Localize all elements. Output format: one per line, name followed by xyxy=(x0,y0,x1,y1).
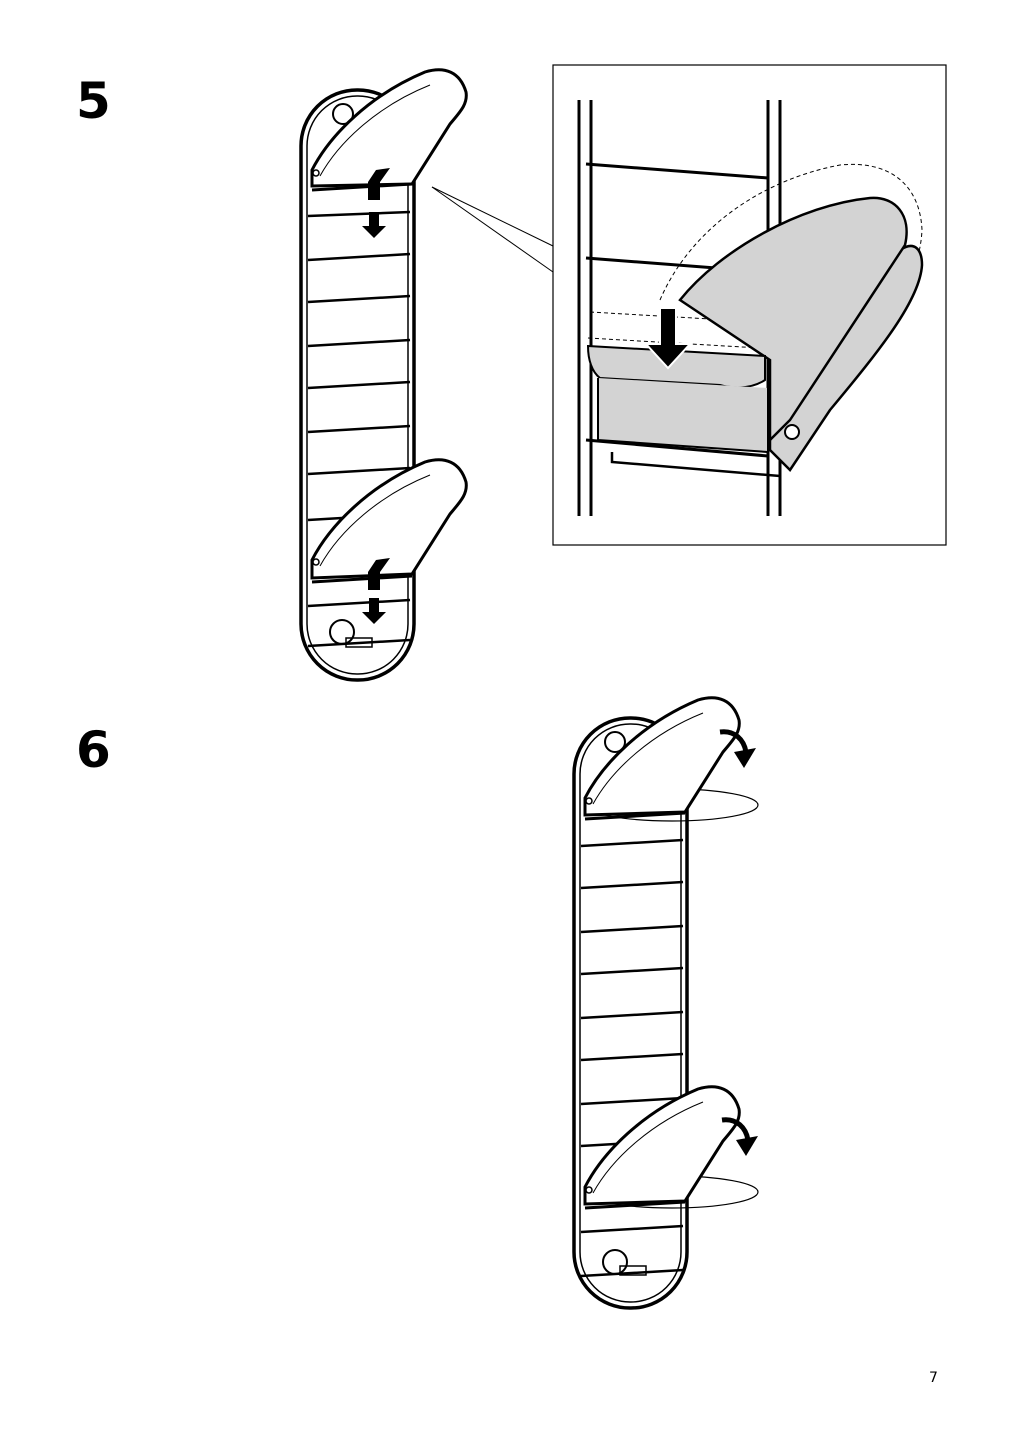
push-down-arrow-bottom xyxy=(362,558,390,624)
push-down-arrow-top xyxy=(362,168,390,238)
detail-zoom-box xyxy=(552,64,947,546)
rotate-arrow-top xyxy=(719,729,756,768)
insert-arrow xyxy=(643,307,693,370)
detail-callout-lines xyxy=(431,186,554,273)
step5-rack-illustration xyxy=(299,68,468,682)
step6-rack-illustration xyxy=(572,696,759,1310)
step-number-6: 6 xyxy=(76,721,111,779)
page-number: 7 xyxy=(929,1370,938,1386)
step-number-5: 5 xyxy=(76,72,111,130)
rotate-arrow-bottom xyxy=(721,1117,758,1156)
